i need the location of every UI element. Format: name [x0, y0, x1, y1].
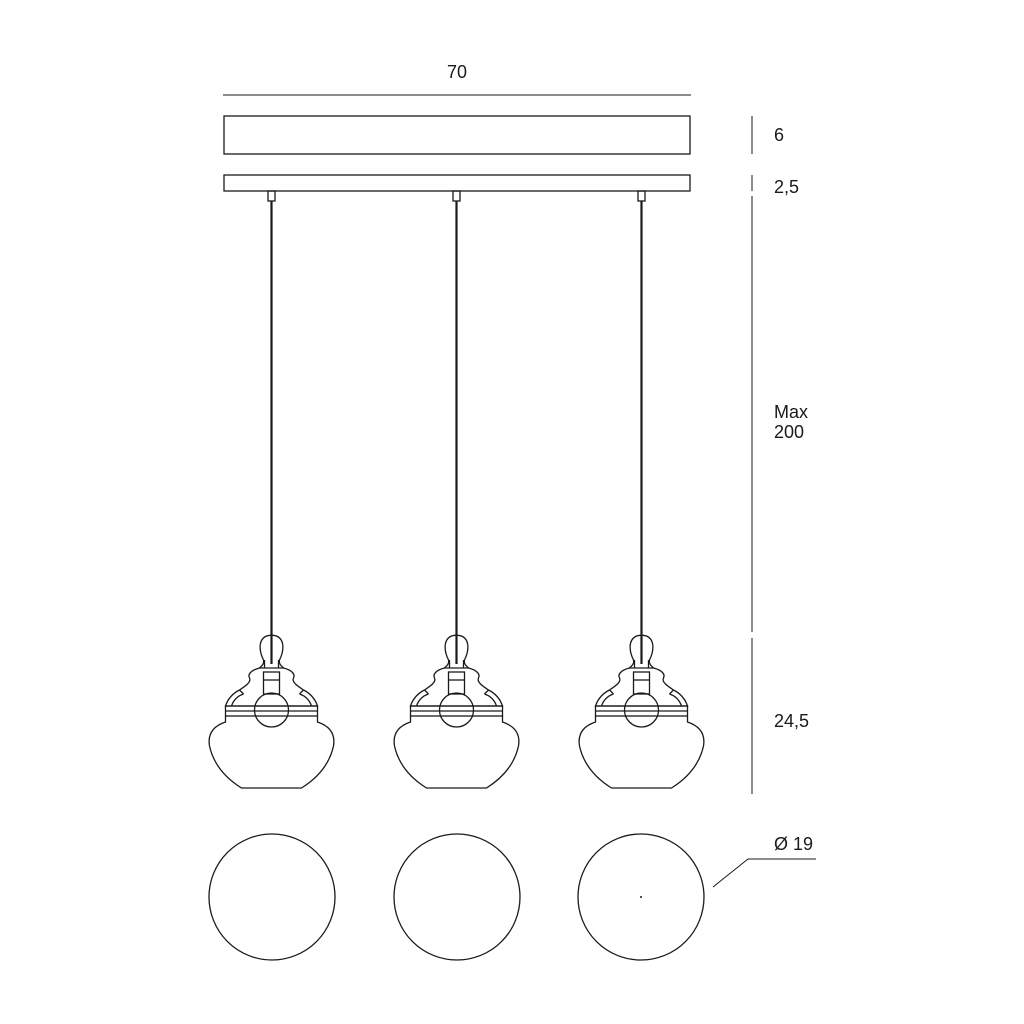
shade-diameter-label: Ø 19 — [774, 834, 813, 854]
pendant-center — [393, 190, 521, 961]
cable-length-label-line1: Max — [774, 402, 808, 422]
shade-height-label: 24,5 — [774, 711, 809, 731]
width-label: 70 — [447, 62, 467, 82]
mounting-plate — [223, 174, 691, 192]
canopy-height-label: 6 — [774, 125, 784, 145]
pendant-right — [577, 190, 705, 961]
shade-top-view-center — [393, 833, 521, 961]
center-dot — [640, 896, 642, 898]
shade-top-view-left — [208, 833, 336, 961]
plate-height-label: 2,5 — [774, 177, 799, 197]
pendant-left — [208, 190, 336, 961]
canopy — [223, 115, 691, 155]
cable-length-label-line2: 200 — [774, 422, 804, 442]
shade-top-view-right — [577, 833, 705, 961]
width-dimension: 70 — [223, 62, 691, 96]
diameter-leader-line — [712, 858, 816, 888]
